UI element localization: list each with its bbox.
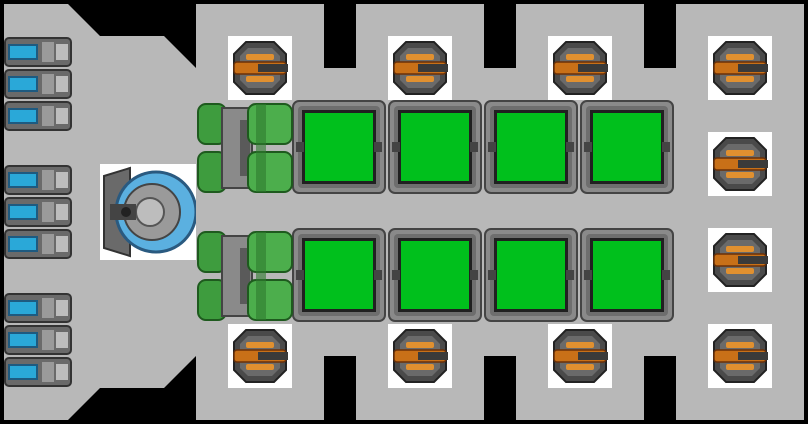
turret[interactable] bbox=[708, 228, 772, 292]
blue-battery-cell-icon bbox=[4, 197, 72, 227]
green-thruster-icon bbox=[197, 103, 293, 193]
brass-turret-icon bbox=[553, 329, 608, 383]
battery[interactable] bbox=[4, 356, 72, 388]
engine[interactable] bbox=[196, 100, 296, 196]
brass-turret-icon bbox=[233, 329, 288, 383]
cargo-bay[interactable] bbox=[484, 100, 578, 194]
cargo-bay[interactable] bbox=[388, 100, 482, 194]
cargo-bay-icon bbox=[292, 100, 386, 194]
cargo-bay[interactable] bbox=[580, 100, 674, 194]
brass-turret-icon bbox=[713, 329, 768, 383]
turret[interactable] bbox=[708, 324, 772, 388]
cargo-bay-icon bbox=[484, 100, 578, 194]
blue-battery-cell-icon bbox=[4, 229, 72, 259]
cargo-bay-icon bbox=[484, 228, 578, 322]
blue-battery-cell-icon bbox=[4, 69, 72, 99]
blue-battery-cell-icon bbox=[4, 165, 72, 195]
turret[interactable] bbox=[548, 36, 612, 100]
blue-battery-cell-icon bbox=[4, 37, 72, 67]
brass-turret-icon bbox=[393, 41, 448, 95]
cargo-bay[interactable] bbox=[484, 228, 578, 322]
battery[interactable] bbox=[4, 324, 72, 356]
cargo-bay-icon bbox=[388, 100, 482, 194]
green-thruster-icon bbox=[197, 231, 293, 321]
battery[interactable] bbox=[4, 36, 72, 68]
brass-turret-icon bbox=[713, 233, 768, 287]
cargo-bay[interactable] bbox=[292, 228, 386, 322]
blue-battery-cell-icon bbox=[4, 101, 72, 131]
cargo-bay-icon bbox=[292, 228, 386, 322]
cargo-bay-icon bbox=[580, 100, 674, 194]
brass-turret-icon bbox=[393, 329, 448, 383]
cargo-bay[interactable] bbox=[292, 100, 386, 194]
battery[interactable] bbox=[4, 100, 72, 132]
turret[interactable] bbox=[228, 324, 292, 388]
battery[interactable] bbox=[4, 228, 72, 260]
reactor-core-icon bbox=[100, 164, 196, 260]
battery[interactable] bbox=[4, 292, 72, 324]
turret[interactable] bbox=[708, 132, 772, 196]
reactor[interactable] bbox=[100, 164, 196, 260]
blue-battery-cell-icon bbox=[4, 293, 72, 323]
turret[interactable] bbox=[388, 36, 452, 100]
cargo-bay[interactable] bbox=[388, 228, 482, 322]
turret[interactable] bbox=[228, 36, 292, 100]
blue-battery-cell-icon bbox=[4, 325, 72, 355]
brass-turret-icon bbox=[553, 41, 608, 95]
turret[interactable] bbox=[548, 324, 612, 388]
brass-turret-icon bbox=[713, 41, 768, 95]
turret[interactable] bbox=[708, 36, 772, 100]
blue-battery-cell-icon bbox=[4, 357, 72, 387]
cargo-bay-icon bbox=[580, 228, 674, 322]
brass-turret-icon bbox=[233, 41, 288, 95]
battery[interactable] bbox=[4, 196, 72, 228]
battery[interactable] bbox=[4, 68, 72, 100]
brass-turret-icon bbox=[713, 137, 768, 191]
cargo-bay[interactable] bbox=[580, 228, 674, 322]
battery[interactable] bbox=[4, 164, 72, 196]
cargo-bay-icon bbox=[388, 228, 482, 322]
engine[interactable] bbox=[196, 228, 296, 324]
turret[interactable] bbox=[388, 324, 452, 388]
